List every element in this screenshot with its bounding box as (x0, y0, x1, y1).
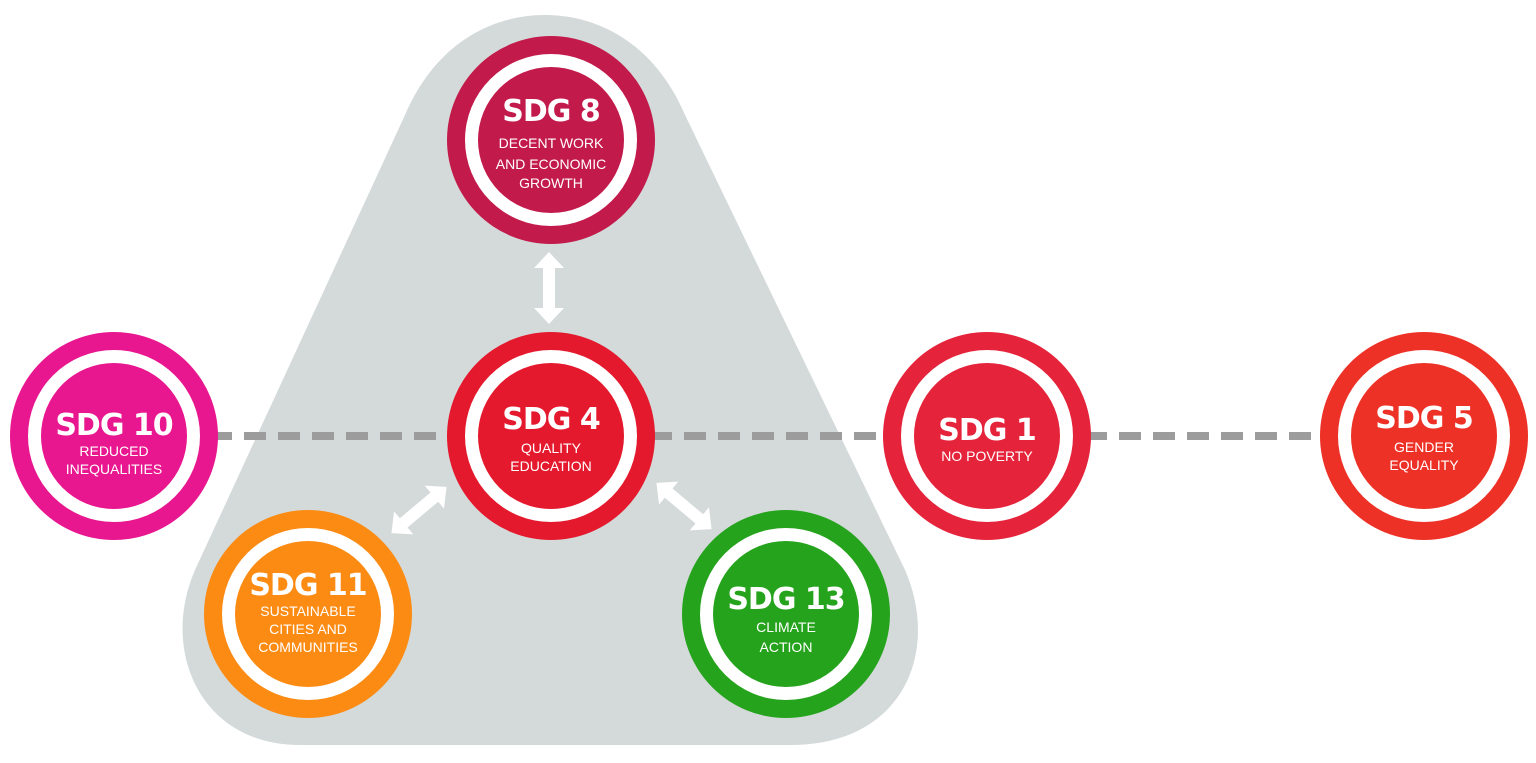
sdg5-label-line-1: GENDER (1394, 439, 1454, 455)
sdg13-label-line-2: ACTION (760, 639, 813, 655)
sdg8-label-line-1: DECENT WORK (499, 135, 604, 151)
sdg4-label-line-1: QUALITY (521, 440, 582, 456)
sdg5-node: SDG 5 GENDER EQUALITY (1320, 332, 1528, 540)
sdg11-label-line-1: SUSTAINABLE (260, 603, 355, 619)
sdg1-title: SDG 1 (938, 413, 1035, 448)
sdg4-node: SDG 4 QUALITY EDUCATION (447, 332, 655, 540)
sdg13-node: SDG 13 CLIMATE ACTION (682, 510, 890, 718)
sdg10-title: SDG 10 (55, 408, 172, 443)
sdg11-title: SDG 11 (249, 568, 366, 603)
sdg13-label-line-1: CLIMATE (756, 619, 816, 635)
sdg1-label-line-1: NO POVERTY (941, 448, 1033, 464)
sdg8-label-line-2: AND ECONOMIC (496, 156, 606, 172)
sdg8-title: SDG 8 (502, 94, 600, 129)
sdg5-label-line-2: EQUALITY (1389, 457, 1459, 473)
sdg10-node: SDG 10 REDUCED INEQUALITIES (10, 332, 218, 540)
sdg4-label-line-2: EDUCATION (510, 458, 591, 474)
sdg8-node: SDG 8 DECENT WORK AND ECONOMIC GROWTH (447, 36, 655, 244)
bidirectional-arrow-sdg4-sdg13 (656, 481, 712, 531)
sdg10-label-line-1: REDUCED (79, 443, 148, 459)
sdg11-label-line-3: COMMUNITIES (258, 639, 358, 655)
sdg13-title: SDG 13 (727, 582, 844, 617)
sdg4-title: SDG 4 (502, 402, 600, 437)
sdg8-label-line-3: GROWTH (519, 175, 583, 191)
sdg11-label-line-2: CITIES AND (269, 621, 347, 637)
bidirectional-arrow-sdg4-sdg11 (391, 485, 447, 535)
sdg5-title: SDG 5 (1375, 401, 1472, 436)
bidirectional-arrow-sdg8-sdg4 (534, 252, 564, 324)
sdg10-label-line-2: INEQUALITIES (66, 461, 162, 477)
sdg1-node: SDG 1 NO POVERTY (883, 332, 1091, 540)
sdg11-node: SDG 11 SUSTAINABLE CITIES AND COMMUNITIE… (204, 510, 412, 718)
